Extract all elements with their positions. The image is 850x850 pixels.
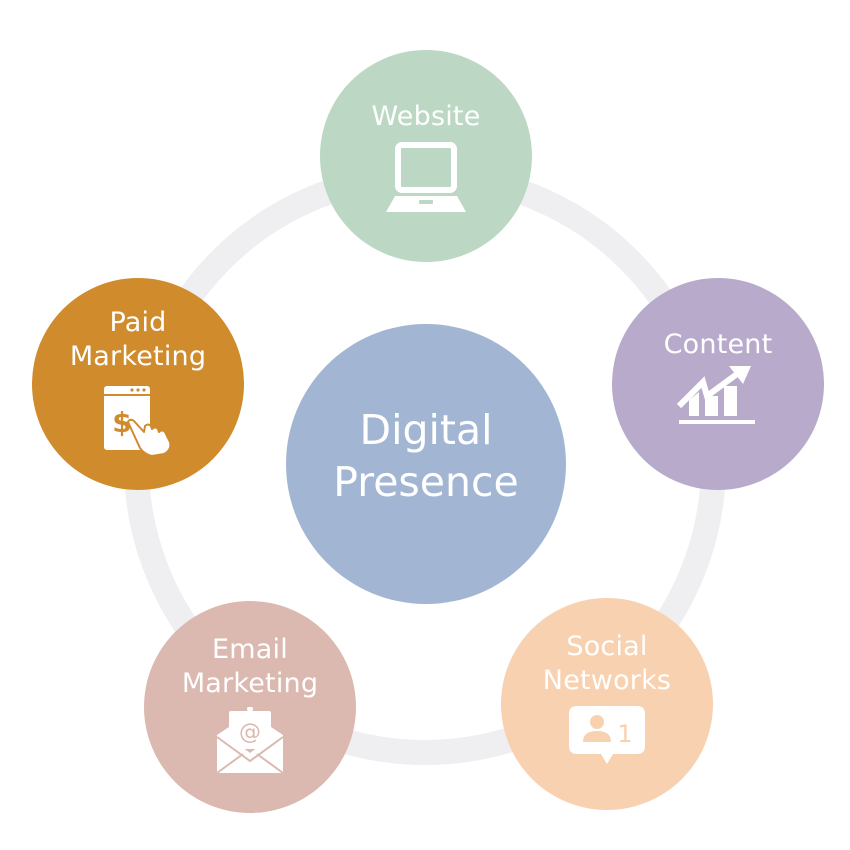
email-envelope-icon: @ [216,707,284,774]
node-email-marketing: Email Marketing @ [144,601,356,813]
node-social-label: Social Networks [542,631,672,696]
laptop-icon [386,142,466,212]
node-email-label: Email Marketing [181,634,319,699]
follower-notification-icon: 1 [569,706,645,764]
node-content-label: Content [663,329,773,360]
node-paid-marketing: Paid Marketing $ [32,278,244,490]
node-content: Content [612,278,824,490]
node-website-label: Website [371,101,481,132]
svg-text:@: @ [239,720,261,745]
node-social-networks: Social Networks 1 [501,598,713,810]
node-paid-label: Paid Marketing [69,307,207,372]
node-website: Website [320,50,532,262]
pay-per-click-icon: $ [104,386,172,456]
growth-chart-icon [677,366,755,424]
svg-text:$: $ [112,406,131,439]
center-label: Digital Presence [333,406,519,506]
follower-count-badge: 1 [617,720,632,748]
center-hub: Digital Presence [286,324,566,604]
